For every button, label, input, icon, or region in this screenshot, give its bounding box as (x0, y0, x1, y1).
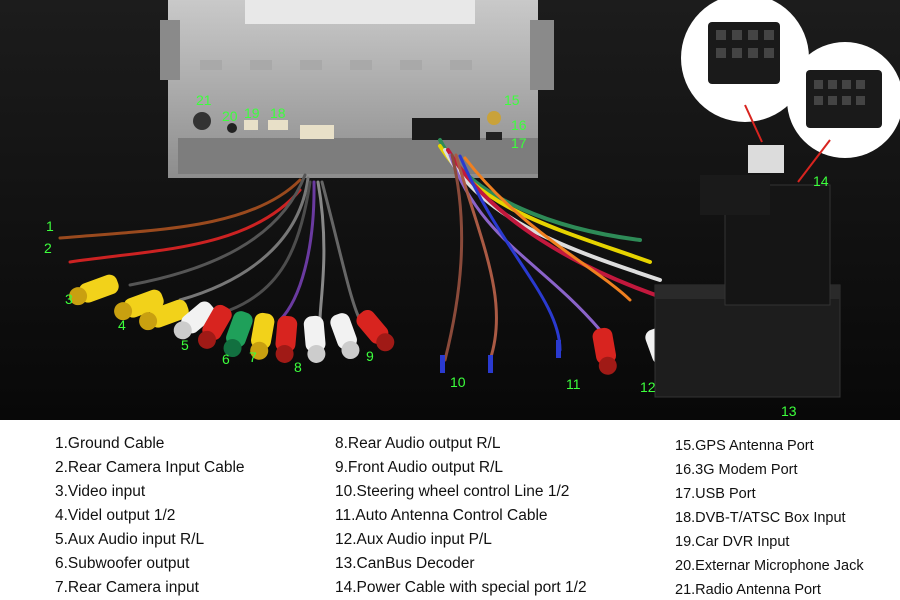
callout-8: 8 (294, 359, 302, 375)
legend-item: 12.Aux Audio input P/L (335, 531, 492, 548)
legend-item: 10.Steering wheel control Line 1/2 (335, 483, 570, 500)
inset-arrow-2 (797, 139, 831, 183)
callout-2: 2 (44, 240, 52, 256)
wiring-photo (0, 0, 900, 420)
callout-11: 11 (566, 376, 581, 392)
connector-inset-1 (681, 0, 809, 122)
callout-19: 19 (244, 105, 260, 121)
legend-item: 3.Video input (55, 483, 146, 500)
legend-item: 20.Externar Microphone Jack (675, 558, 864, 574)
legend-item: 13.CanBus Decoder (335, 555, 475, 572)
legend-item: 5.Aux Audio input R/L (55, 531, 205, 548)
callout-9: 9 (366, 348, 374, 364)
callout-20: 20 (222, 108, 238, 124)
power-harness-box (700, 145, 831, 306)
legend-item: 1.Ground Cable (55, 435, 165, 452)
legend-item: 8.Rear Audio output R/L (335, 435, 501, 452)
legend-item: 6.Subwoofer output (55, 555, 190, 572)
harness-right (438, 138, 672, 362)
callout-5: 5 (181, 337, 189, 353)
harness-left (58, 173, 362, 322)
legend-item: 9.Front Audio output R/L (335, 459, 504, 476)
legend-item: 4.Videl output 1/2 (55, 507, 176, 524)
callout-15: 15 (504, 92, 520, 108)
head-unit (160, 0, 554, 178)
callout-3: 3 (65, 291, 73, 307)
legend-item: 19.Car DVR Input (675, 534, 790, 550)
legend-item: 15.GPS Antenna Port (675, 438, 814, 454)
legend-item: 21.Radio Antenna Port (675, 582, 821, 598)
rca-connectors (69, 274, 675, 375)
callout-1: 1 (46, 218, 54, 234)
legend-item: 14.Power Cable with special port 1/2 (335, 579, 587, 596)
callout-7: 7 (249, 349, 257, 365)
legend-item: 2.Rear Camera Input Cable (55, 459, 245, 476)
callout-18: 18 (270, 105, 286, 121)
legend-item: 17.USB Port (675, 486, 756, 502)
legend-column-3: 15.GPS Antenna Port 16.3G Modem Port 17.… (675, 434, 864, 600)
wire-tips (440, 340, 561, 373)
legend-item: 11.Auto Antenna Control Cable (335, 507, 548, 524)
callout-4: 4 (118, 317, 126, 333)
callout-16: 16 (511, 117, 527, 133)
inset-arrow-1 (744, 104, 763, 143)
legend-column-1: 1.Ground Cable 2.Rear Camera Input Cable… (55, 432, 245, 600)
callout-13: 13 (781, 403, 797, 419)
legend-item: 18.DVB-T/ATSC Box Input (675, 510, 846, 526)
callout-17: 17 (511, 135, 527, 151)
legend-column-2: 8.Rear Audio output R/L 9.Front Audio ou… (335, 432, 587, 600)
legend-item: 7.Rear Camera input (55, 579, 199, 596)
callout-6: 6 (222, 351, 230, 367)
callout-21: 21 (196, 92, 212, 108)
legend-item: 16.3G Modem Port (675, 462, 798, 478)
callout-10: 10 (450, 374, 466, 390)
callout-12: 12 (640, 379, 656, 395)
legend-panel: 1.Ground Cable 2.Rear Camera Input Cable… (0, 420, 900, 600)
connector-inset-2 (787, 42, 900, 158)
callout-14: 14 (813, 173, 829, 189)
